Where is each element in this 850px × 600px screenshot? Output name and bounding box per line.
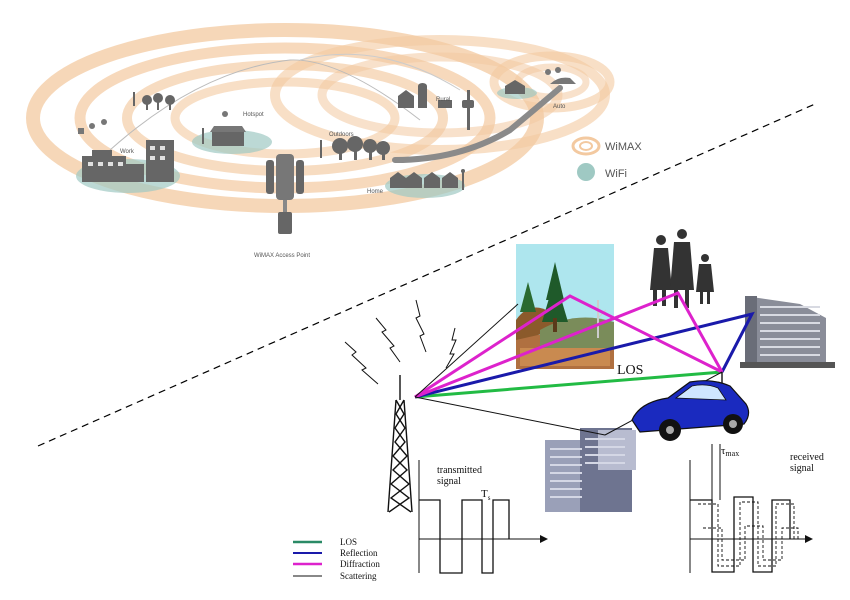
legend-wimax-label: WiMAX [605, 141, 642, 153]
people-group [650, 229, 714, 308]
mid-buildings [545, 428, 636, 512]
path-legend: LOS Reflection Diffraction Scattering [293, 537, 380, 581]
diffraction-path-forest [414, 294, 723, 399]
propagation-paths [414, 291, 755, 436]
rural-farm [398, 83, 474, 130]
wimax-scene: Work Hotspot Outdoors Rural Auto Home Wi… [26, 23, 642, 259]
label-access-point: WiMAX Access Point [254, 253, 310, 259]
office-building [740, 296, 835, 368]
work-windows [88, 146, 165, 166]
multipath-scene: LOS transmitted signal Ts τmax received … [293, 229, 835, 581]
tx-label-line1: transmitted [437, 465, 482, 476]
reflection-path [414, 311, 755, 399]
label-work: Work [120, 149, 135, 155]
scattering-path-2 [414, 396, 606, 436]
label-auto: Auto [553, 104, 566, 110]
outdoors-trees [320, 136, 390, 160]
wimax-access-point-tower [266, 154, 304, 234]
radio-wave-bolts [344, 299, 457, 385]
tx-waveform [419, 499, 510, 574]
wifi-legend-swatch [577, 163, 595, 181]
legend-diffraction-label: Diffraction [340, 559, 380, 569]
dashed-divider [37, 103, 816, 447]
legend-reflection-label: Reflection [340, 548, 378, 558]
rx-x-arrow [805, 535, 813, 543]
wimax-legend-swatch [571, 136, 601, 156]
tau-max-label: τmax [721, 445, 739, 458]
wimax-wifi-legend: WiMAX WiFi [571, 136, 642, 181]
receiver-car [631, 380, 750, 441]
diffraction-path-people [414, 291, 724, 399]
hotspot-shop [202, 111, 246, 146]
label-rural: Rural [436, 97, 450, 103]
label-outdoors: Outdoors [329, 132, 354, 138]
legend-los-label: LOS [340, 537, 357, 547]
home-houses [390, 169, 465, 190]
received-signal-plot [689, 444, 813, 573]
rx-label-line1: received [790, 452, 824, 463]
ts-label: Ts [481, 488, 491, 502]
tx-x-arrow [540, 535, 548, 543]
los-path [414, 370, 723, 399]
label-hotspot: Hotspot [243, 112, 264, 118]
rx-waveform-main [690, 496, 791, 573]
rx-waveform-echo-1 [698, 501, 795, 567]
label-home: Home [367, 189, 384, 195]
rx-label-line2: signal [790, 463, 814, 474]
terrain-line [109, 59, 421, 151]
scattering-path-1 [414, 303, 519, 398]
trees-left [133, 92, 175, 110]
wimax-legend-swatch-inner [579, 141, 593, 151]
tx-label-line2: signal [437, 476, 461, 487]
auto-car [545, 67, 576, 84]
rx-waveform-echo-2 [703, 525, 799, 561]
legend-scattering-label: Scattering [340, 571, 377, 581]
transmitted-signal-plot [418, 460, 548, 574]
road [392, 85, 563, 163]
terrain-line [299, 53, 461, 91]
work-devices [78, 119, 107, 134]
transmitter-tower [387, 375, 413, 513]
rural-house [505, 80, 525, 94]
los-label: LOS [617, 363, 643, 378]
legend-wifi-label: WiFi [605, 168, 627, 180]
